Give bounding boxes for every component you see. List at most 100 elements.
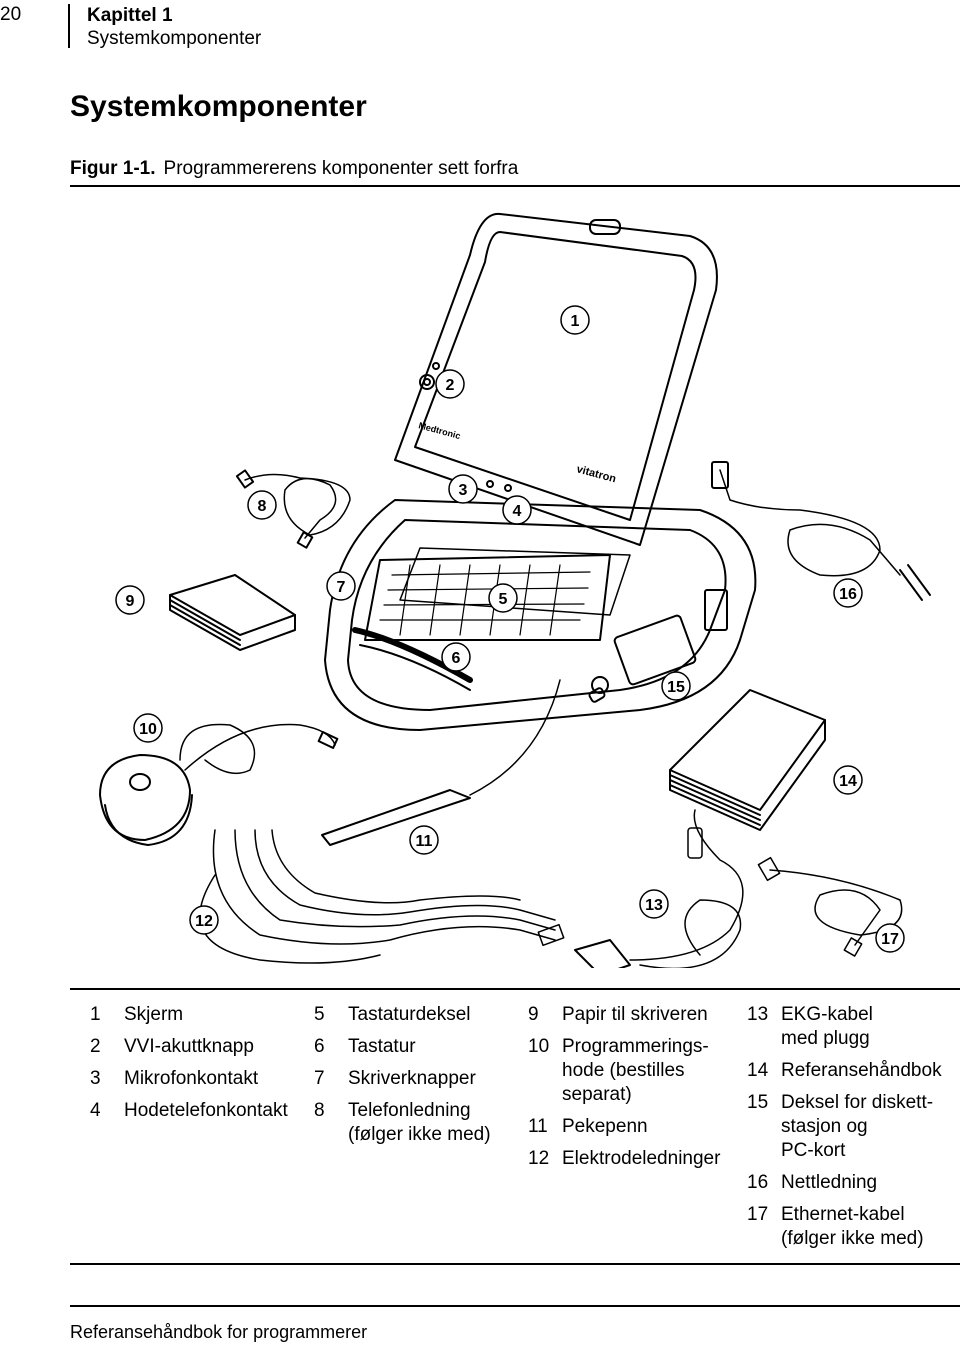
callout-circle: [661, 671, 691, 701]
callout-circle: [502, 495, 532, 525]
legend-number: 2: [90, 1036, 101, 1057]
legend-text: Pekepenn: [562, 1116, 648, 1137]
printer-paper: [169, 574, 296, 651]
legend-item: 9 Papir til skriveren: [528, 1003, 720, 1027]
callout-circle: [639, 889, 669, 919]
figure-caption: Figur 1-1. Programmererens komponenter se…: [70, 158, 518, 180]
legend-number: 3: [90, 1068, 101, 1089]
callout-circle: [488, 583, 518, 613]
legend-text: VVI-akuttknapp: [124, 1036, 254, 1057]
footer-rule: [70, 1305, 960, 1307]
legend-text: Papir til skriveren: [562, 1004, 708, 1025]
legend-item: 2 VVI-akuttknapp: [90, 1035, 288, 1059]
ecg-cable: [574, 809, 744, 968]
callout-circle: [448, 474, 478, 504]
legend-item: 15 Deksel for diskett- stasjon og PC-kort: [747, 1091, 942, 1163]
header-divider: [68, 4, 70, 48]
programmer-screen: [394, 212, 718, 546]
callout-number: 5: [499, 591, 508, 608]
callout-number: 13: [645, 897, 663, 914]
legend-top-rule: [70, 988, 960, 990]
legend-text: Tastatur: [348, 1036, 416, 1057]
electrode-leads: [199, 829, 565, 964]
legend-text: Hodetelefonkontakt: [124, 1100, 288, 1121]
legend-item: 13 EKG-kabel med plugg: [747, 1003, 942, 1051]
figure-label: Figur 1-1.: [70, 158, 156, 179]
legend-text: Deksel for diskett- stasjon og PC-kort: [781, 1092, 934, 1161]
callout-circle: [441, 642, 471, 672]
legend-number: 12: [528, 1148, 550, 1169]
legend-column-3: 9 Papir til skriveren 10 Programmerings- ho…: [528, 1003, 720, 1179]
vitatron-logo-text: vitatron: [575, 463, 617, 485]
callout-circle: [875, 923, 905, 953]
legend-text: Elektrodeledninger: [562, 1148, 721, 1169]
legend-item: 6 Tastatur: [314, 1035, 491, 1059]
ethernet-cable: [757, 856, 903, 957]
legend-item: 17 Ethernet-kabel (følger ikke med): [747, 1203, 942, 1251]
legend-number: 13: [747, 1004, 769, 1025]
legend-item: 11 Pekepenn: [528, 1115, 720, 1139]
legend-number: 16: [747, 1172, 769, 1193]
callout-circle: [833, 765, 863, 795]
callout-number: 9: [126, 593, 135, 610]
callout-number: 4: [513, 503, 522, 520]
figure-top-rule: [70, 185, 960, 187]
callout-number: 12: [195, 913, 213, 930]
figure-caption-text: Programmererens komponenter sett forfra: [163, 158, 519, 179]
callout-number: 1: [571, 313, 580, 330]
callout-circle: [133, 713, 163, 743]
legend-number: 5: [314, 1004, 325, 1025]
legend-number: 15: [747, 1092, 769, 1113]
medtronic-logo-text: Medtronic: [417, 420, 461, 441]
legend-text: Programmerings- hode (bestilles separat): [562, 1036, 709, 1105]
page-footer: Referansehåndbok for programmerer: [70, 1322, 368, 1342]
legend-text: EKG-kabel med plugg: [781, 1004, 873, 1049]
callout-number: 3: [459, 482, 468, 499]
legend-number: 1: [90, 1004, 101, 1025]
legend-number: 6: [314, 1036, 325, 1057]
programmer-base: [324, 499, 757, 731]
legend-number: 14: [747, 1060, 769, 1081]
callout-circle: [833, 578, 863, 608]
power-cord: [719, 469, 901, 577]
keyboard-cover: [399, 547, 631, 616]
callout-number: 14: [839, 773, 857, 790]
reference-manual-drawing: [669, 689, 826, 831]
section-title: Systemkomponenter: [70, 90, 367, 123]
legend-text: Skjerm: [124, 1004, 184, 1025]
chapter-title: Systemkomponenter: [87, 28, 262, 49]
callout-number: 8: [258, 498, 267, 515]
programmer-illustration: Medtronic vitatron: [99, 212, 931, 968]
running-header: Kapittel 1 Systemkomponenter: [87, 4, 261, 50]
legend-bottom-rule: [70, 1263, 960, 1265]
pen-drawing: [321, 679, 561, 846]
legend-number: 10: [528, 1036, 550, 1057]
legend-item: 10 Programmerings- hode (bestilles separa…: [528, 1035, 720, 1107]
chapter-label: Kapittel 1: [87, 5, 173, 26]
legend-number: 17: [747, 1204, 769, 1225]
callout-number: 2: [446, 377, 455, 394]
legend-item: 1 Skjerm: [90, 1003, 288, 1027]
callout-circle: [115, 585, 145, 615]
callout-circle: [560, 305, 590, 335]
callout-number: 10: [139, 721, 157, 738]
legend-text: Tastaturdeksel: [348, 1004, 471, 1025]
callout-circle: [189, 905, 219, 935]
callout-number: 17: [881, 931, 899, 948]
programming-head: [99, 723, 339, 846]
callout-number: 6: [452, 650, 461, 667]
callout-circle: [326, 571, 356, 601]
legend-number: 11: [528, 1116, 548, 1137]
callout-circle: [409, 825, 439, 855]
legend-text: Skriverknapper: [348, 1068, 476, 1089]
legend-number: 9: [528, 1004, 539, 1025]
legend-text: Ethernet-kabel (følger ikke med): [781, 1204, 924, 1249]
callout-number: 16: [839, 586, 857, 603]
